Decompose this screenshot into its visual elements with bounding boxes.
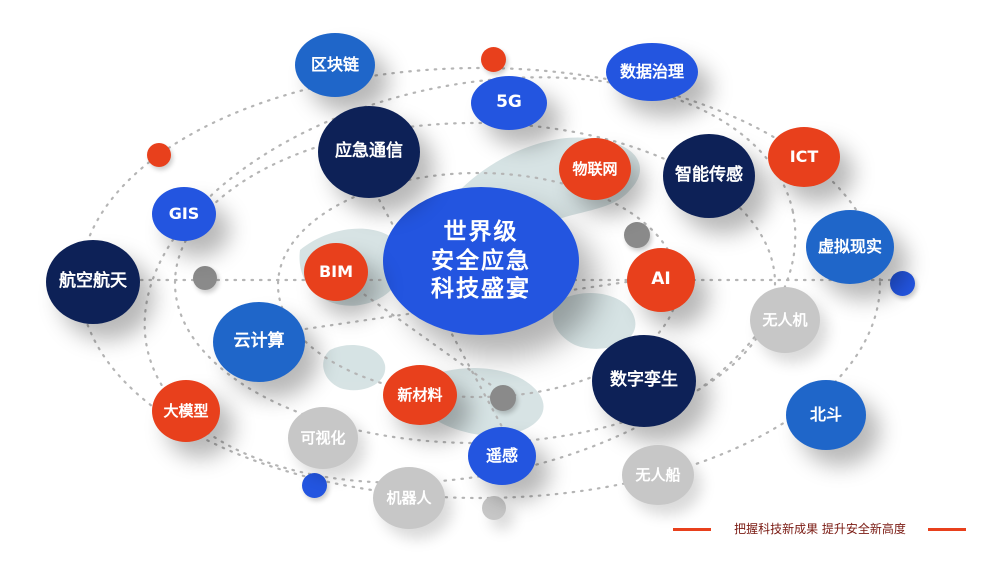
footer-line-right — [928, 528, 966, 531]
node-smart-sensing: 智能传感 — [663, 134, 755, 218]
node-ict: ICT — [768, 127, 840, 187]
decor-dot — [890, 271, 915, 296]
node-ai: AI — [627, 248, 695, 312]
center-line-1: 世界级 — [443, 218, 519, 245]
node-blockchain: 区块链 — [295, 33, 375, 97]
node-5g: 5G — [471, 76, 547, 130]
node-data-governance: 数据治理 — [606, 43, 698, 101]
node-emergency-comm: 应急通信 — [318, 106, 420, 198]
node-large-model: 大模型 — [152, 380, 220, 442]
node-new-material: 新材料 — [383, 365, 457, 425]
node-iot: 物联网 — [559, 138, 631, 200]
center-line-2: 安全应急 — [431, 247, 531, 274]
center-line-3: 科技盛宴 — [431, 276, 531, 303]
decor-dot — [624, 222, 650, 248]
decor-dot — [193, 266, 217, 290]
node-aerospace: 航空航天 — [46, 240, 140, 324]
center-node: 世界级 安全应急 科技盛宴 — [383, 187, 579, 335]
decor-dot — [302, 473, 327, 498]
node-beidou: 北斗 — [786, 380, 866, 450]
node-bim: BIM — [304, 243, 368, 301]
decor-dot — [490, 385, 516, 411]
node-robot: 机器人 — [373, 467, 445, 529]
footer-slogan: 把握科技新成果 提升安全新高度 — [734, 522, 906, 536]
node-digital-twin: 数字孪生 — [592, 335, 696, 427]
node-remote-sensing: 遥感 — [468, 427, 536, 485]
node-visualization: 可视化 — [288, 407, 358, 469]
decor-dot — [147, 143, 171, 167]
node-cloud: 云计算 — [213, 302, 305, 382]
node-vr: 虚拟现实 — [806, 210, 894, 284]
decor-dot — [481, 47, 506, 72]
decor-dot — [482, 496, 506, 520]
node-uav: 无人机 — [750, 287, 820, 353]
footer-line-left — [673, 528, 711, 531]
node-unmanned-ship: 无人船 — [622, 445, 694, 505]
node-gis: GIS — [152, 187, 216, 241]
